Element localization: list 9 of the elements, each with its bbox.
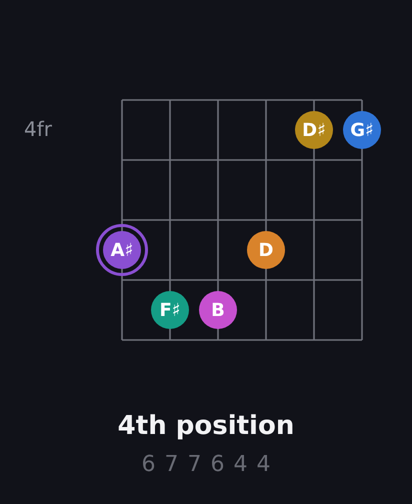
note-dot: D♯ [295, 111, 333, 149]
note-dot: G♯ [343, 111, 381, 149]
chart-title: 4th position [118, 411, 294, 441]
note-dot: F♯ [151, 291, 189, 329]
fret-numbers: 6 7 7 6 4 4 [142, 452, 270, 477]
root-note-dot: A♯ [96, 224, 148, 276]
note-dot: B [199, 291, 237, 329]
note-dot: D [247, 231, 285, 269]
fret-number: 4fr [24, 117, 52, 141]
